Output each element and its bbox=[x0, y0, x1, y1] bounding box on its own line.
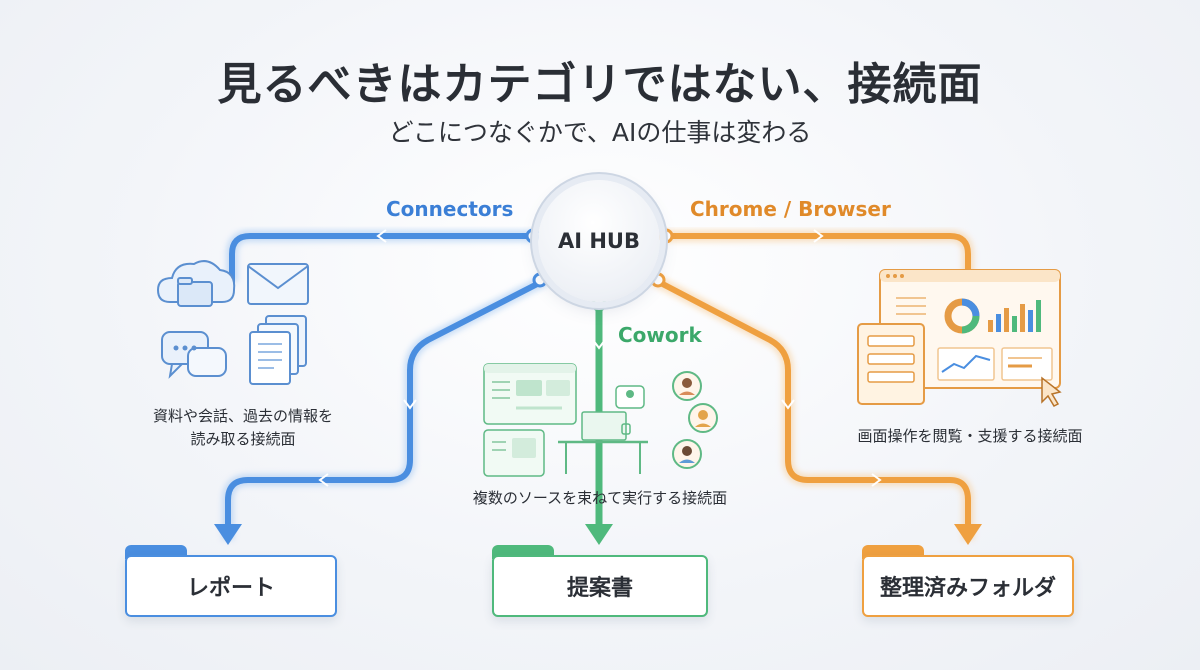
proposal-folder: 提案書 bbox=[492, 545, 708, 617]
connectors-description: 資料や会話、過去の情報を 読み取る接続面 bbox=[118, 405, 368, 451]
organized-folder: 整理済みフォルダ bbox=[862, 545, 1074, 617]
bar-chart-icon bbox=[988, 300, 1041, 332]
workspace-window-icon-2 bbox=[483, 429, 545, 477]
chrome-browser-label: Chrome / Browser bbox=[690, 197, 891, 221]
team-avatars-icon bbox=[672, 371, 718, 469]
chrome-arrow bbox=[954, 524, 982, 545]
ai-hub: AI HUB bbox=[538, 180, 660, 302]
documents-icon bbox=[249, 315, 307, 385]
donut-chart-icon bbox=[944, 298, 980, 334]
connectors-arrow bbox=[214, 524, 242, 545]
connectors-label: Connectors bbox=[386, 197, 514, 221]
cursor-icon bbox=[1041, 376, 1062, 407]
cowork-illustration bbox=[483, 363, 718, 477]
cowork-arrow bbox=[585, 524, 613, 545]
connectors-illustration bbox=[156, 260, 309, 385]
connectors-description-line2: 読み取る接続面 bbox=[190, 430, 296, 448]
ai-hub-label: AI HUB bbox=[557, 229, 640, 253]
cloud-folder-icon bbox=[156, 260, 236, 307]
cowork-description: 複数のソースを束ねて実行する接続面 bbox=[472, 489, 728, 507]
page-title: 見るべきはカテゴリではない、接続面 bbox=[217, 59, 983, 110]
desk-icon bbox=[558, 411, 648, 474]
user-chat-icon bbox=[615, 385, 645, 409]
list-panel-icon bbox=[1001, 347, 1053, 381]
report-folder: レポート bbox=[125, 545, 337, 617]
organized-folder-label: 整理済みフォルダ bbox=[879, 576, 1056, 601]
cowork-label: Cowork bbox=[618, 323, 702, 347]
connectors-description-line1: 資料や会話、過去の情報を bbox=[152, 407, 333, 425]
chrome-description: 画面操作を閲覧・支援する接続面 bbox=[857, 427, 1083, 445]
browser-illustration bbox=[857, 269, 1062, 407]
chat-icon bbox=[161, 331, 227, 379]
report-folder-label: レポート bbox=[186, 576, 275, 601]
page-subtitle: どこにつなぐかで、AIの仕事は変わる bbox=[388, 118, 812, 147]
envelope-icon bbox=[247, 263, 309, 305]
form-panel-icon bbox=[857, 323, 925, 405]
workspace-window-icon bbox=[483, 363, 577, 425]
line-chart-icon bbox=[937, 347, 995, 381]
proposal-folder-label: 提案書 bbox=[566, 576, 633, 601]
